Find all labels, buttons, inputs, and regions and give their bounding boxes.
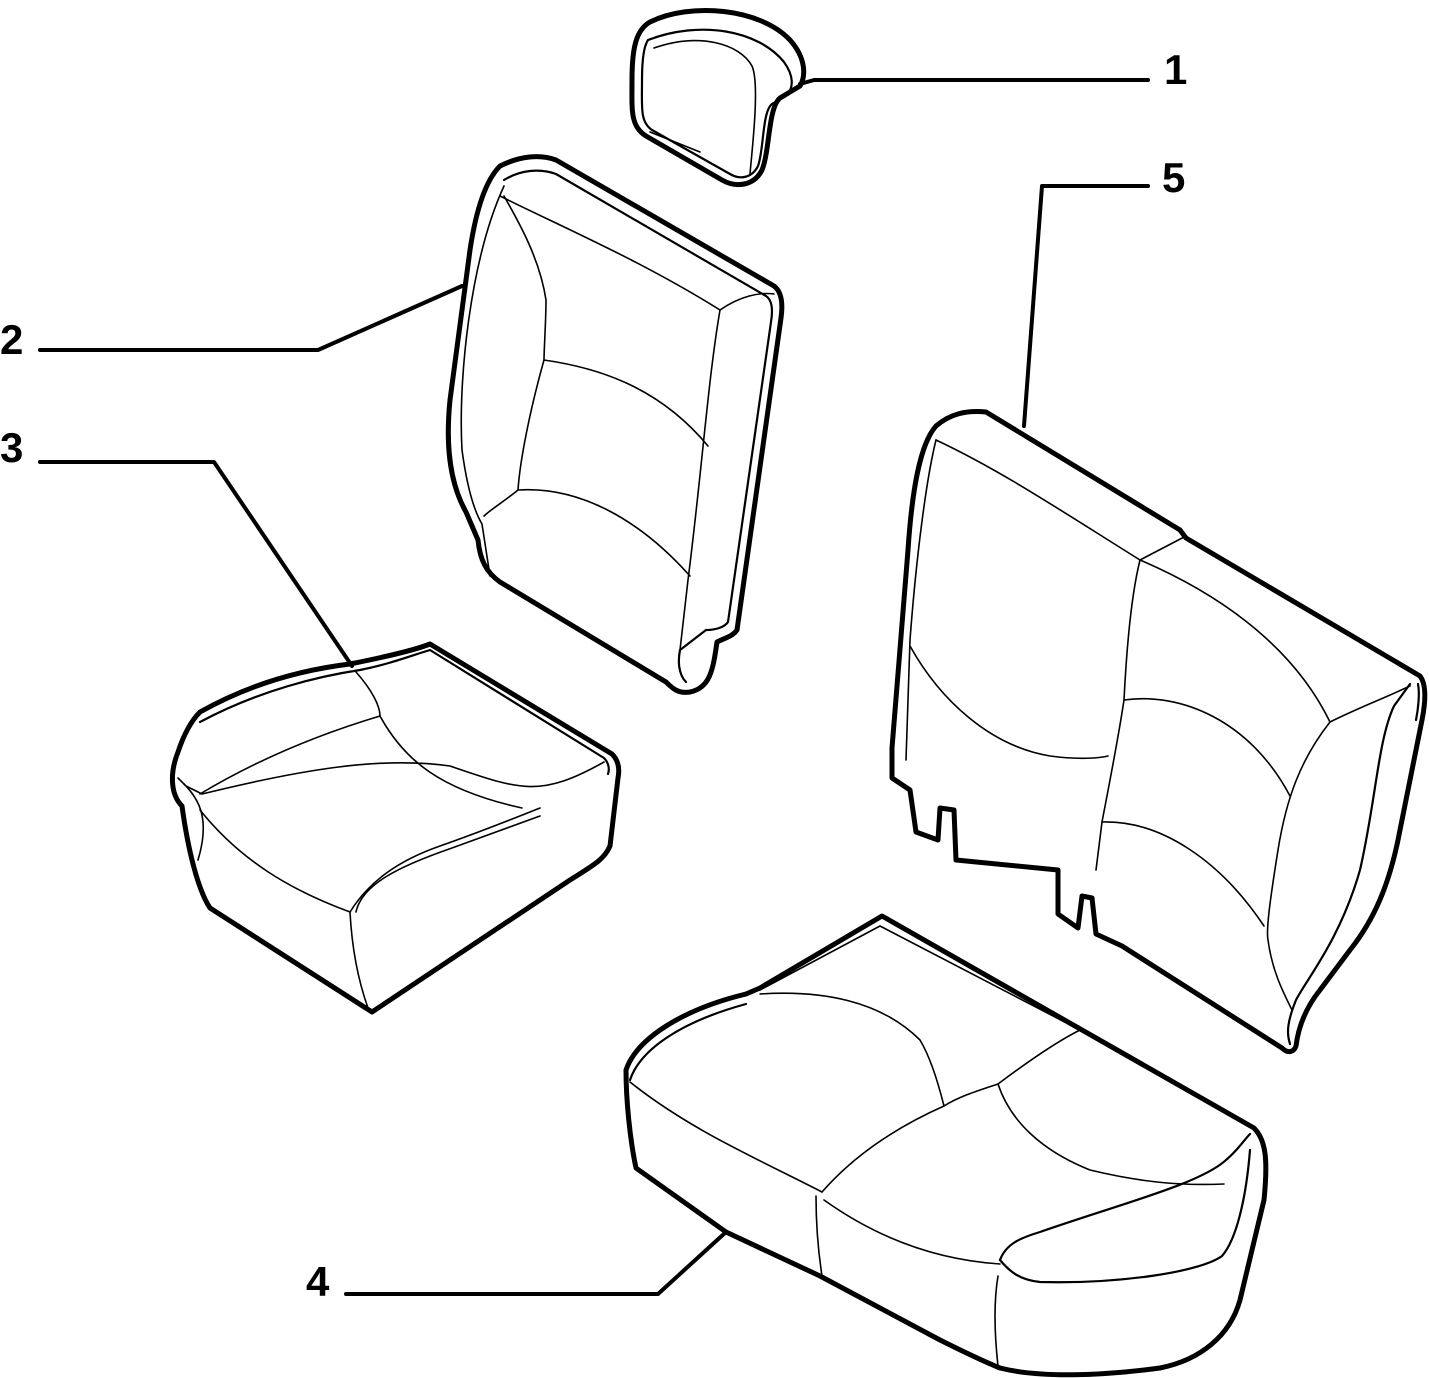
rear-bench-cushion (623, 913, 1269, 1378)
leader-line-1 (798, 78, 1150, 86)
rear-split-backrest (889, 409, 1428, 1055)
headrest (629, 7, 807, 188)
leader-line-5 (1022, 184, 1150, 428)
callout-5: 5 (1162, 154, 1185, 201)
callout-1: 1 (1164, 46, 1187, 93)
leader-line-3 (38, 460, 354, 668)
leader-lines (38, 78, 1150, 1296)
callout-4: 4 (306, 1258, 330, 1305)
leader-line-4 (344, 1230, 728, 1296)
leader-line-2 (38, 284, 464, 352)
callout-3: 3 (0, 424, 23, 471)
front-seat-backrest (445, 154, 785, 695)
callout-labels: 1 2 3 4 5 (0, 46, 1187, 1305)
callout-2: 2 (0, 316, 23, 363)
front-seat-cushion (170, 641, 622, 1015)
